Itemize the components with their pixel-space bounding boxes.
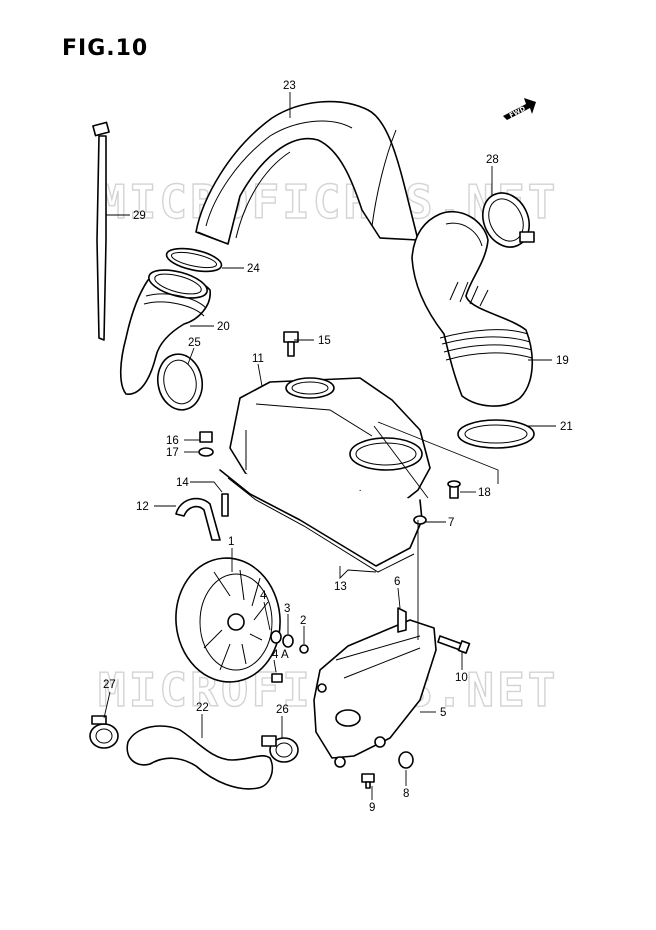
callout-9: 9 [369,802,375,814]
cable-tie-part [92,121,110,341]
callout-24: 24 [247,263,260,275]
clamp-ring-25-part [156,353,204,411]
callout-1: 1 [228,536,234,548]
lower-cover-5-part [313,619,437,768]
callout-25: 25 [188,337,201,349]
callout-26: 26 [276,704,289,716]
callout-4: 4 [260,590,267,602]
washer-17-part [198,447,214,457]
lower-hose-22-part [126,725,274,790]
intake-hose-19-part [411,210,534,407]
bolt-2-part [299,644,309,654]
callout-23: 23 [283,80,296,92]
callout-21: 21 [560,421,573,433]
callout-20: 20 [217,321,230,333]
upper-duct-part [195,100,419,245]
hose-clamp-26-part [261,735,299,763]
elbow-boot-20-part [119,269,211,395]
callout-27: 27 [103,679,116,691]
screw-18-part [447,480,461,499]
callout-11: 11 [252,353,264,365]
callout-12: 12 [136,501,149,513]
screw-10-part [437,635,471,654]
bracket-12-part [175,497,221,541]
callout-8: 8 [403,788,409,800]
fwd-arrow-icon: FWD [503,98,536,120]
callout-13: 13 [334,581,347,593]
hose-clamp-27-part [89,715,119,749]
stud-14-part [221,493,229,517]
callout-14: 14 [176,477,189,489]
bracket-6-part [397,607,407,633]
callout-4a: 4 A [272,649,289,661]
washer-3-part [282,634,294,648]
callout-3: 3 [284,603,290,615]
callout-28: 28 [486,154,499,166]
callout-17: 17 [166,447,179,459]
callout-7: 7 [448,517,454,529]
collar-4-part [270,630,282,644]
callout-2: 2 [300,615,306,627]
callout-22: 22 [196,702,209,714]
screw-9-part [361,773,375,789]
figure-title: FIG.10 [62,36,149,61]
watermark-top: MICROFICHES.NET [98,175,558,229]
callout-29: 29 [133,210,146,222]
hose-clamp-28-part [482,192,535,248]
bolt-4a-part [271,673,283,683]
callout-5: 5 [440,707,446,719]
callout-19: 19 [556,355,569,367]
bolt-15-part [283,331,299,357]
callout-6: 6 [394,576,400,588]
seal-ring-24-part [165,247,223,273]
callout-labels: 23 28 29 24 20 25 15 11 19 21 16 17 14 1… [103,80,573,814]
fan-cover-1-part [175,557,281,683]
washer-7-part [413,515,427,525]
callout-18: 18 [478,487,491,499]
callout-15: 15 [318,335,331,347]
callout-10: 10 [455,672,468,684]
grommet-8-part [398,751,414,769]
leader-lines [103,92,556,800]
hose-clamp-21-part [457,419,535,449]
nut-16-part [199,431,213,443]
callout-16: 16 [166,435,179,447]
